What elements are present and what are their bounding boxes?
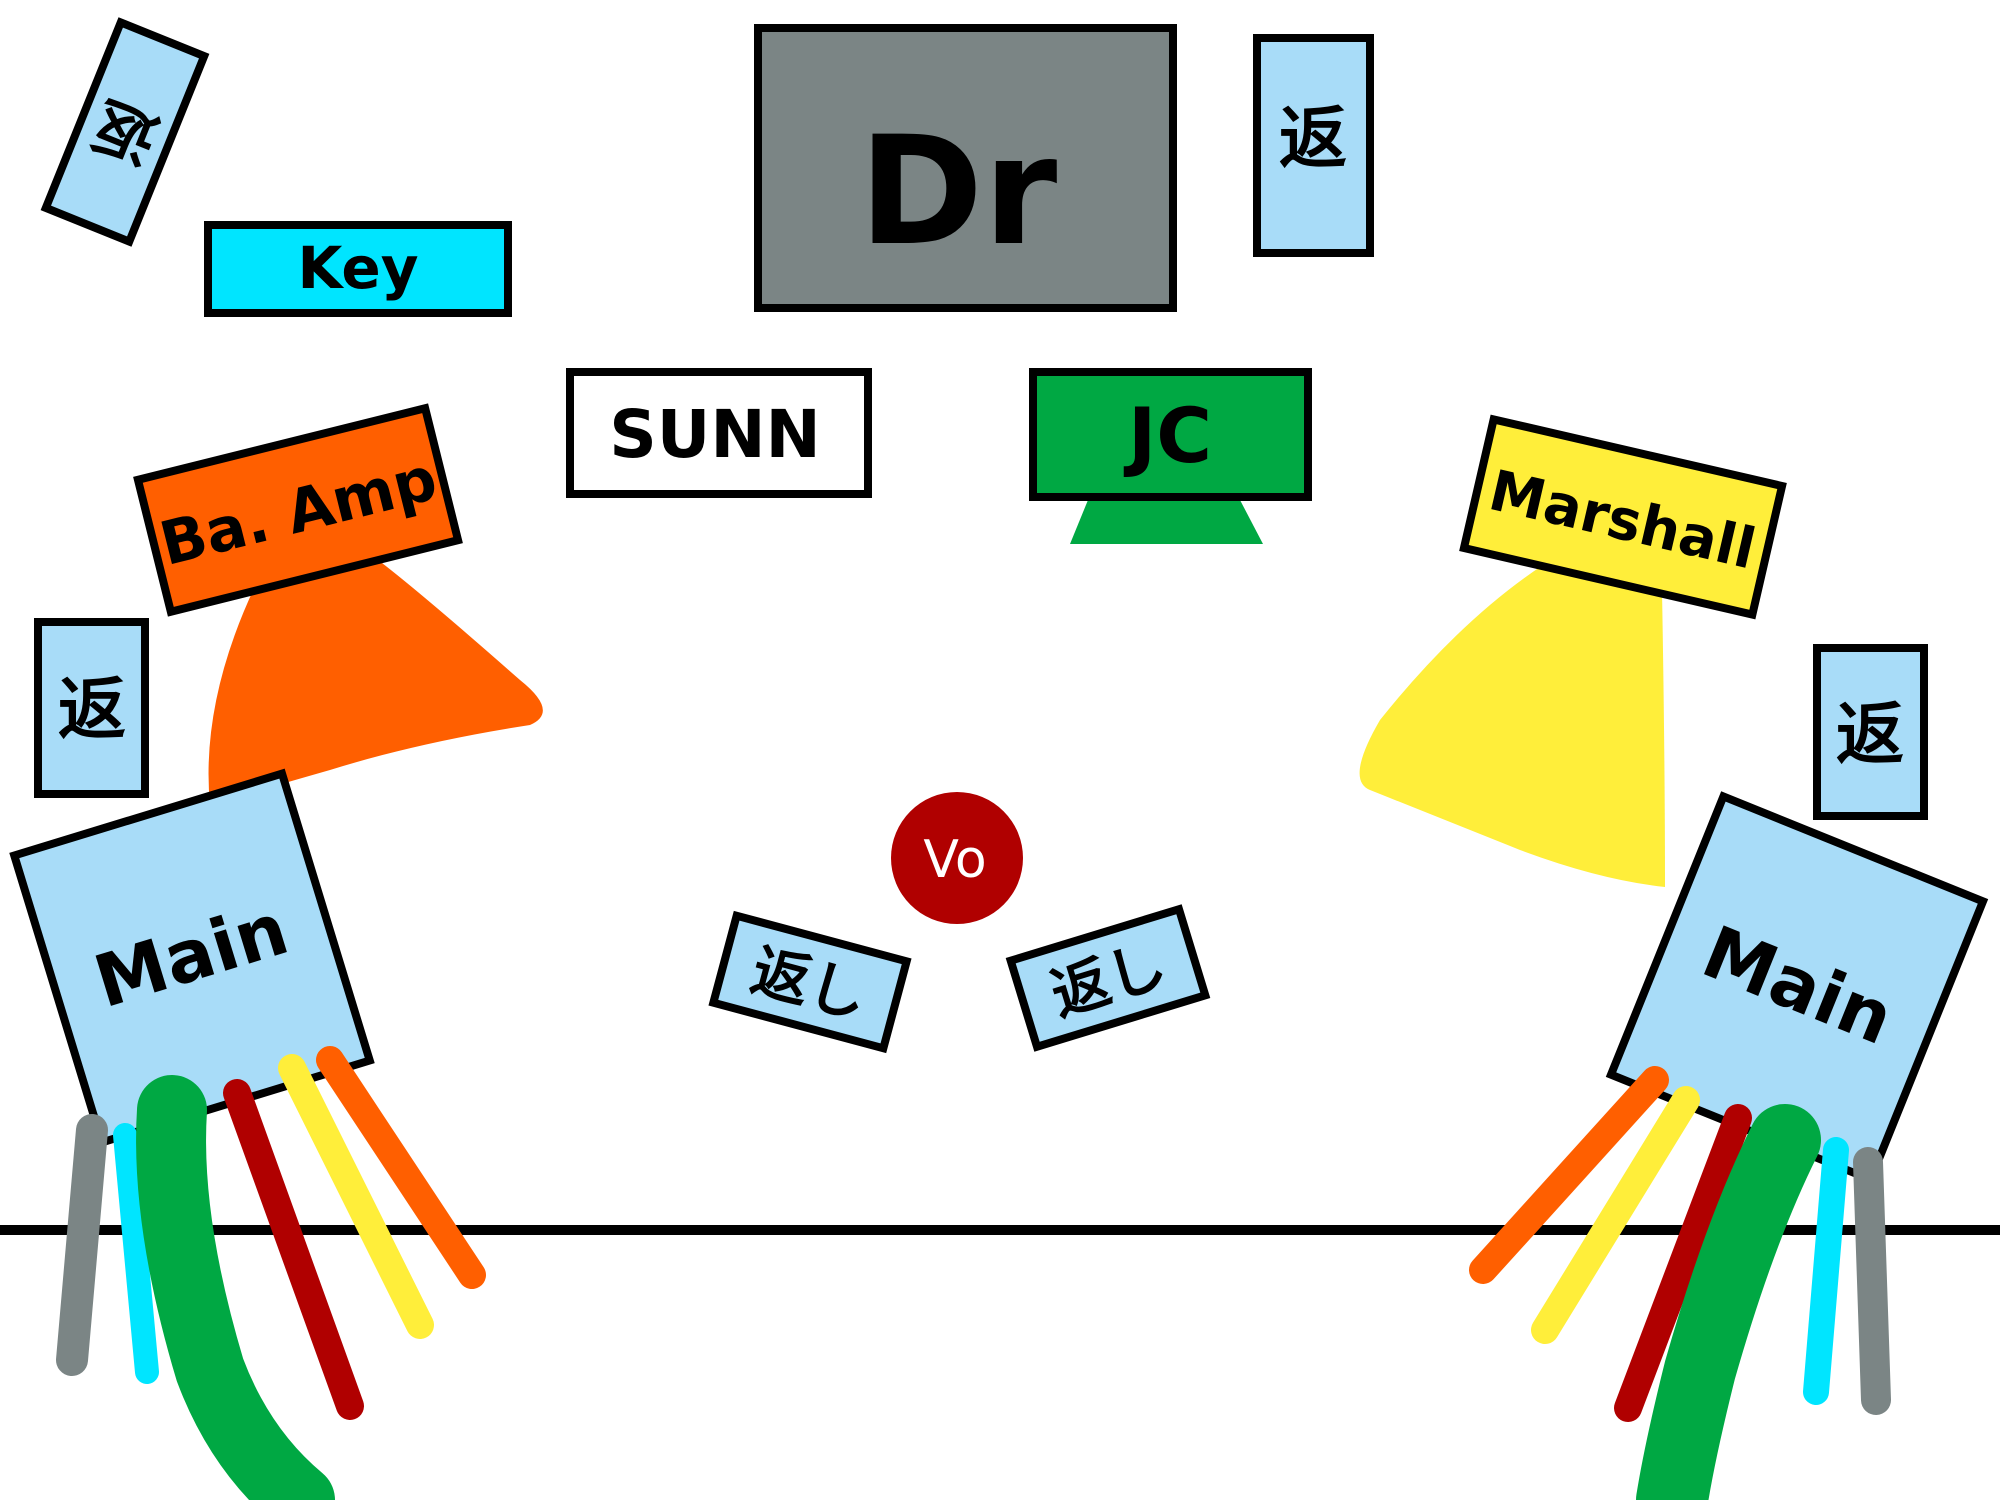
sunn-amp: SUNN xyxy=(566,368,872,498)
keyboard: Key xyxy=(204,221,512,317)
sunn-amp-box xyxy=(566,368,872,498)
bass-amp-cone xyxy=(208,560,543,805)
monitor-left-label: 返 xyxy=(58,671,126,750)
cable-right-green xyxy=(1636,1104,1821,1505)
monitor-left: 返 xyxy=(34,618,149,798)
cable-bundle-right xyxy=(1469,1066,1891,1505)
monitor-top-left-box xyxy=(40,17,210,247)
cable-right-gray xyxy=(1853,1147,1891,1415)
monitor-top-left: 返 xyxy=(40,17,210,247)
cable-left-orange xyxy=(316,1046,486,1289)
bass-amp-box xyxy=(133,403,463,617)
monitor-right-box xyxy=(1813,644,1928,820)
drum-kit: Dr xyxy=(754,24,1177,312)
monitor-top-right-label: 返 xyxy=(1279,100,1347,179)
monitor-right: 返 xyxy=(1813,644,1928,820)
keyboard-label: Key xyxy=(297,234,418,302)
jc-amp-cone xyxy=(1070,500,1263,544)
monitor-center-left-box xyxy=(708,910,912,1054)
sunn-amp-label: SUNN xyxy=(609,396,821,473)
jc-amp: JC xyxy=(1029,368,1312,501)
main-speaker-left: Main xyxy=(9,768,375,1148)
monitor-top-right-box xyxy=(1253,34,1374,257)
monitor-right-label: 返 xyxy=(1836,696,1904,775)
vocal-position: Vo xyxy=(891,792,1023,924)
marshall-amp-box xyxy=(1459,414,1787,620)
jc-amp-label: JC xyxy=(1123,391,1212,480)
jc-amp-box xyxy=(1029,368,1312,501)
monitor-center-right-box xyxy=(1005,904,1211,1052)
monitor-top-right: 返 xyxy=(1253,34,1374,257)
bass-amp: Ba. Amp xyxy=(133,403,463,617)
monitor-left-box xyxy=(34,618,149,798)
cable-bundle-left xyxy=(56,1046,486,1505)
cable-right-cyan xyxy=(1803,1137,1849,1405)
main-speaker-right: Main xyxy=(1605,791,1989,1185)
vocal-label: Vo xyxy=(923,830,986,890)
drum-kit-label: Dr xyxy=(859,105,1058,279)
marshall-amp-cone xyxy=(1359,565,1665,887)
cable-left-gray xyxy=(56,1114,108,1376)
marshall-amp: Marshall xyxy=(1459,414,1787,620)
keyboard-box xyxy=(204,221,512,317)
vocal-circle xyxy=(891,792,1023,924)
cable-right-yellow xyxy=(1531,1086,1700,1344)
cable-left-green xyxy=(136,1075,335,1505)
cable-left-yellow xyxy=(278,1054,434,1339)
cable-left-cyan xyxy=(113,1123,159,1384)
monitor-center-right: 返し xyxy=(1005,904,1211,1052)
cable-left-red xyxy=(223,1079,364,1420)
cable-right-red xyxy=(1614,1104,1752,1422)
monitor-center-left: 返し xyxy=(708,910,912,1054)
cable-right-orange xyxy=(1469,1066,1669,1284)
drum-kit-box xyxy=(754,24,1177,312)
